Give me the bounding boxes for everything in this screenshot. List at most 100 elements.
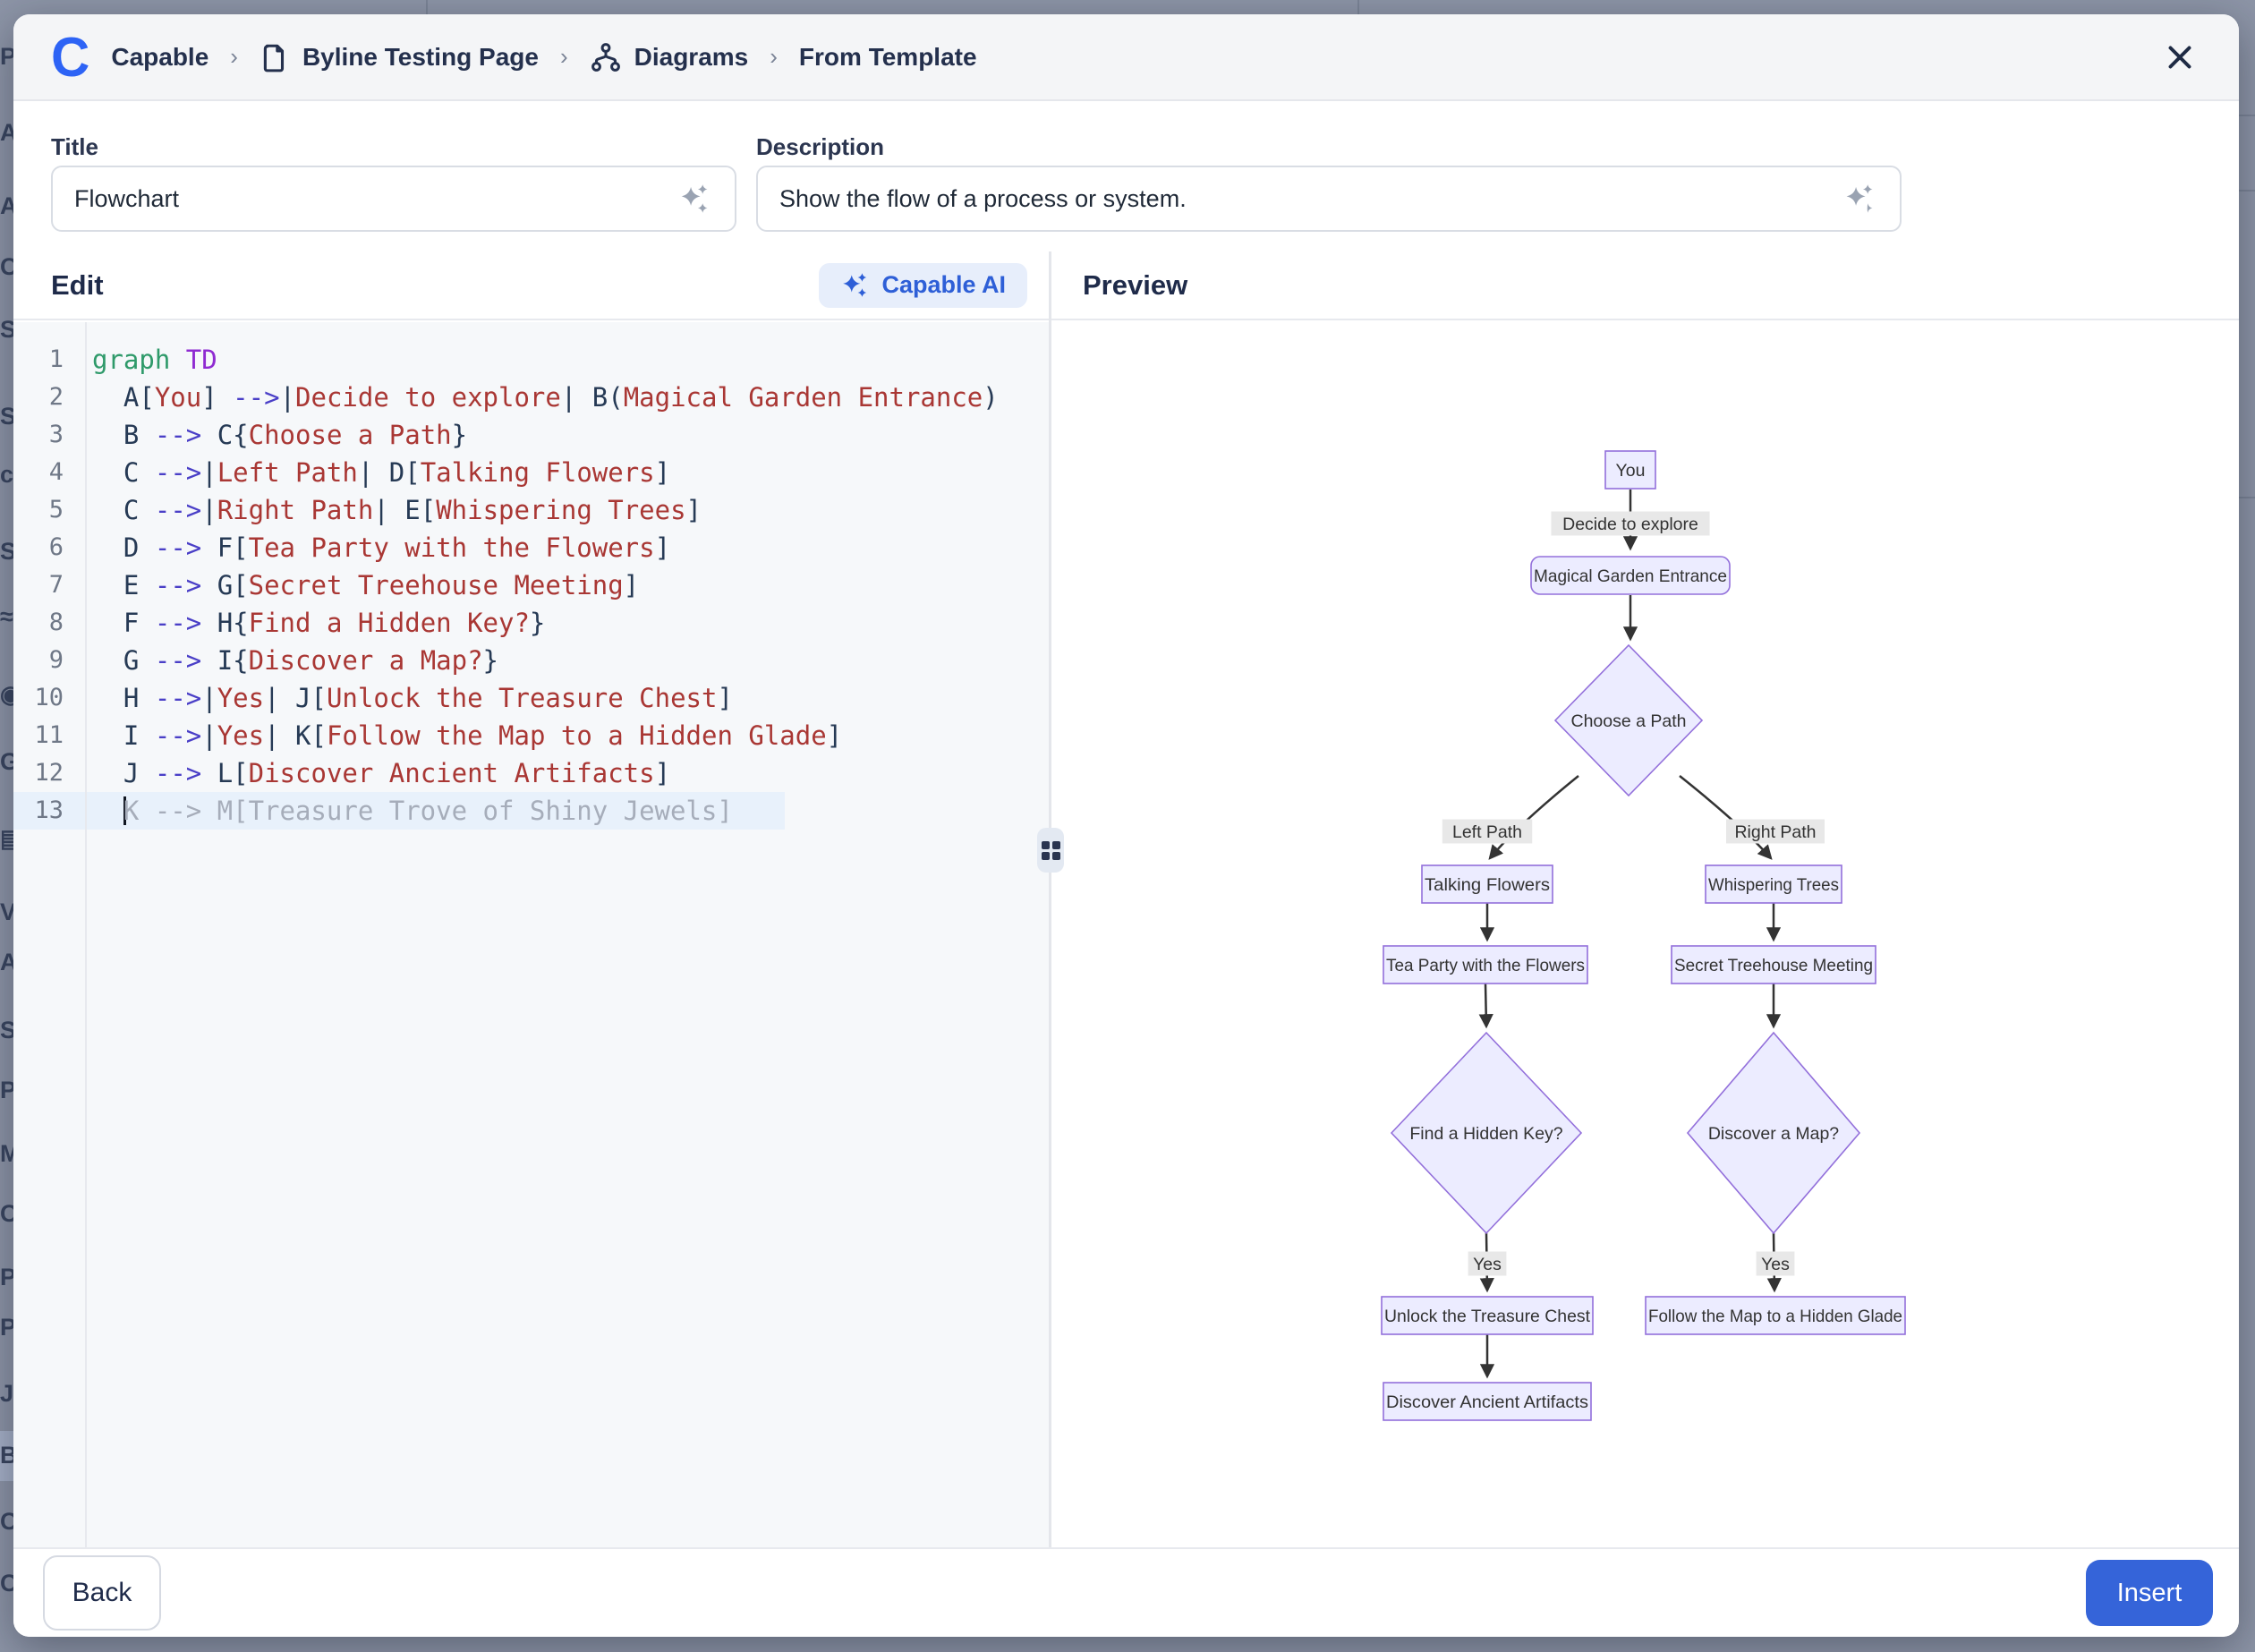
description-input[interactable]: Show the flow of a process or system. [756,166,1902,232]
breadcrumb-byline-testing-page[interactable]: Byline Testing Page [302,42,539,71]
flow-node-E [1705,864,1842,904]
flow-edge [1488,775,1579,860]
chevron-right-icon: › [559,43,568,70]
flow-node-label: Choose a Path [1570,711,1686,731]
code-line[interactable]: I -->|Yes| K[Follow the Map to a Hidden … [123,720,843,751]
capable-ai-button[interactable]: Capable AI [819,262,1027,308]
title-label: Title [51,133,98,160]
flow-node-B [1530,556,1731,595]
code-line[interactable]: E --> G[Secret Treehouse Meeting] [123,570,640,600]
close-icon [2168,46,2191,68]
flow-node-label: Discover a Map? [1708,1124,1839,1144]
fields-row: Title Flowchart Description Show the flo… [13,103,2239,251]
line-number: 11 [34,721,64,749]
flow-edge [1478,983,1493,1029]
flow-node-label: Talking Flowers [1425,875,1550,895]
code-line[interactable]: F --> H{Find a Hidden Key?} [123,608,546,638]
close-button[interactable] [2160,38,2200,77]
flow-node-J [1381,1296,1594,1335]
document-icon [260,42,290,72]
breadcrumb-capable[interactable]: Capable [111,42,209,71]
line-number: 6 [48,533,64,561]
code-line-ghost-suggestion[interactable]: K --> M[Treasure Trove of Shiny Jewels] [123,796,733,826]
background-divider [426,0,428,14]
line-number: 8 [48,609,64,636]
chevron-right-icon: › [230,43,238,70]
diagram-branch-icon [590,41,622,73]
code-line[interactable]: graph TD [92,345,217,375]
edge-label-bg [1442,819,1533,844]
insert-button[interactable]: Insert [2086,1560,2213,1626]
flow-node-I [1686,1031,1861,1235]
line-number: 10 [34,684,64,711]
edge-label: Right Path [1734,822,1816,842]
from-template-dialog: C Capable › Byline Testing Page › Diagra… [13,14,2239,1637]
code-line[interactable]: C -->|Left Path| D[Talking Flowers] [123,457,671,488]
code-line[interactable]: D --> F[Tea Party with the Flowers] [123,532,671,563]
edit-panel-header: Edit Capable AI [13,251,1049,320]
capable-logo: C [51,25,89,88]
edge-label: Yes [1761,1255,1790,1274]
sparkle-icon[interactable] [676,180,713,217]
line-number: 4 [48,458,64,486]
panel-resize-handle[interactable] [1037,828,1064,873]
edge-label-bg [1756,1251,1795,1276]
background-text-fragment: P [0,45,17,69]
title-value: Flowchart [74,184,180,212]
flow-node-C [1553,643,1704,797]
flow-node-label: Magical Garden Entrance [1534,566,1727,586]
line-number: 1 [48,345,64,373]
code-line[interactable]: A[You] -->|Decide to explore| B(Magical … [123,382,999,413]
edge-label: Left Path [1452,822,1522,842]
line-number: 9 [48,646,64,674]
breadcrumb-diagrams[interactable]: Diagrams [634,42,749,71]
text-cursor [123,796,126,825]
line-number: 12 [34,759,64,787]
background-divider [1357,0,1359,14]
sparkles-icon [843,272,867,297]
edge-label-bg [1468,1251,1507,1276]
chevron-right-icon: › [770,43,778,70]
code-line[interactable]: G --> I{Discover a Map?} [123,645,499,676]
edge-label-bg [1726,819,1825,844]
flow-node-H [1390,1031,1583,1235]
edge-label-bg [1551,511,1710,536]
code-line[interactable]: C -->|Right Path| E[Whispering Trees] [123,495,702,525]
active-line-highlight [13,792,785,830]
title-input[interactable]: Flowchart [51,166,736,232]
edit-heading: Edit [51,268,104,301]
capable-ai-label: Capable AI [881,271,1006,298]
edge-label: Decide to explore [1562,515,1698,534]
flow-node-label: Unlock the Treasure Chest [1384,1307,1591,1326]
sparkle-icon[interactable] [1841,180,1878,217]
code-line[interactable]: B --> C{Choose a Path} [123,420,468,450]
flow-node-F [1383,945,1588,984]
code-content[interactable]: graph TD A[You] -->|Decide to explore| B… [92,341,1042,830]
edge-label: Yes [1473,1255,1502,1274]
line-number: 5 [48,496,64,524]
flow-node-label: Find a Hidden Key? [1409,1124,1562,1144]
background-text-fragment: C [0,255,18,279]
background-divider [2239,115,2255,116]
flow-node-label: Secret Treehouse Meeting [1674,956,1873,975]
code-line[interactable]: J --> L[Discover Ancient Artifacts] [123,758,671,788]
flow-node-label: Tea Party with the Flowers [1386,956,1585,975]
code-line[interactable]: H -->|Yes| J[Unlock the Treasure Chest] [123,683,733,713]
flow-node-L [1383,1382,1592,1421]
breadcrumb: C Capable › Byline Testing Page › Diagra… [13,14,2239,101]
back-button[interactable]: Back [43,1555,161,1631]
gutter-divider [85,322,87,1547]
flow-node-label: You [1616,461,1646,481]
panel-divider[interactable] [1049,251,1051,1547]
background-divider [2239,497,2255,498]
flow-node-A [1604,450,1656,490]
flow-node-label: Follow the Map to a Hidden Glade [1648,1307,1902,1326]
line-number: 3 [48,421,64,448]
flow-node-label: Whispering Trees [1708,875,1839,895]
background-text-fragment: ≈ [0,605,13,629]
